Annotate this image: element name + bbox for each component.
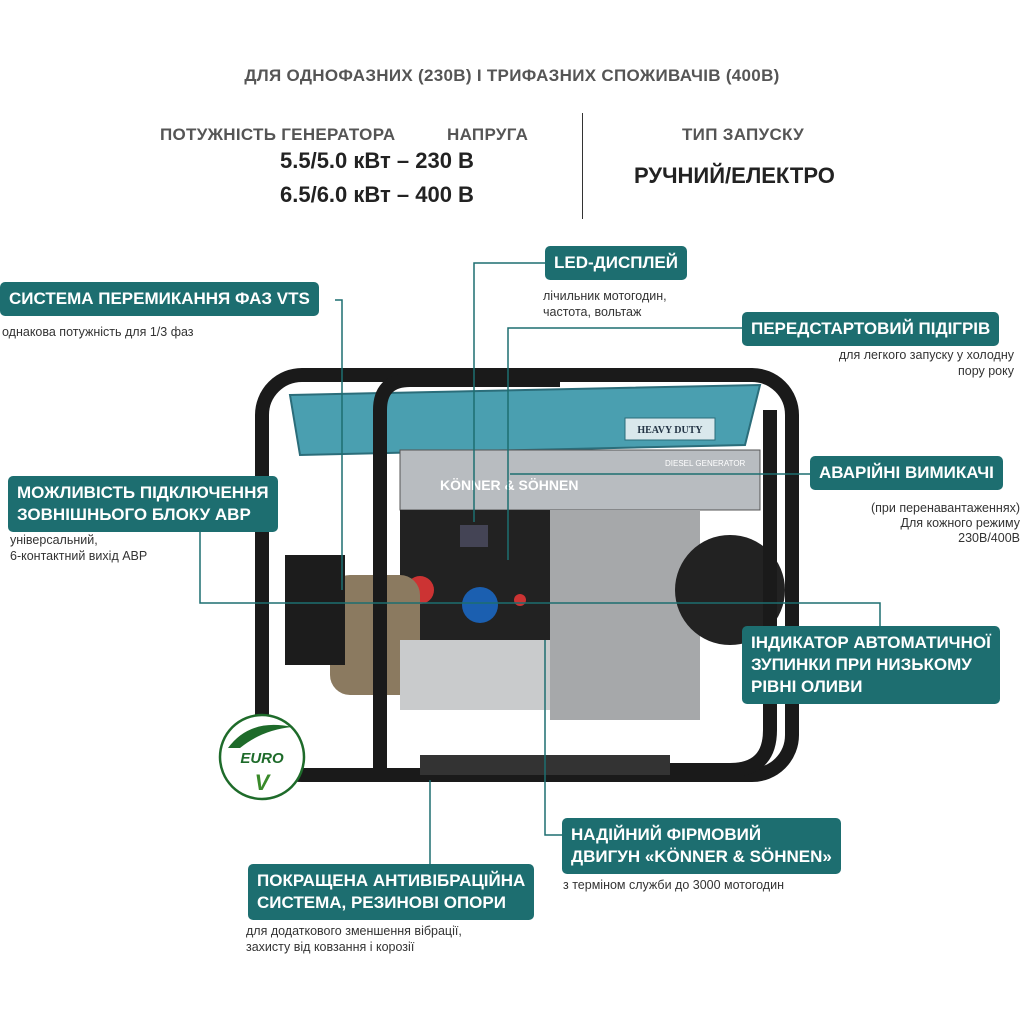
voltage-label: НАПРУГА	[447, 125, 529, 144]
start-label: ТИП ЗАПУСКУ	[682, 125, 804, 144]
feature-desc: 6-контактний вихід АВР	[10, 549, 148, 563]
start-value: РУЧНИЙ/ЕЛЕКТРО	[634, 163, 835, 188]
feature-desc: (при перенавантаженнях)	[870, 501, 1020, 515]
power-row: 5.5/5.0 кВт – 230 В	[280, 148, 474, 173]
feature-led-display: LED-ДИСПЛЕЙ	[545, 246, 687, 280]
feature-desc: Для кожного режиму	[900, 516, 1020, 530]
feature-title-line: РІВНІ ОЛИВИ	[751, 677, 863, 696]
power-row: 6.5/6.0 кВт – 400 В	[280, 182, 474, 207]
feature-desc: однакова потужність для 1/3 фаз	[2, 325, 194, 339]
feature-title-line: ДВИГУН «KÖNNER & SÖHNEN»	[571, 847, 832, 866]
feature-desc: захисту від ковзання і корозії	[246, 940, 415, 954]
feature-desc: лічильник мотогодин,	[543, 289, 667, 303]
tank-badge: HEAVY DUTY	[637, 425, 703, 436]
feature-title-line: СИСТЕМА, РЕЗИНОВІ ОПОРИ	[257, 893, 506, 912]
feature-breakers: АВАРІЙНІ ВИМИКАЧІ	[810, 456, 1003, 490]
feature-desc: частота, вольтаж	[543, 305, 642, 319]
brand-logo: KÖNNER & SÖHNEN	[440, 477, 578, 493]
feature-title-line: ЗУПИНКИ ПРИ НИЗЬКОМУ	[751, 655, 972, 674]
feature-ats: МОЖЛИВІСТЬ ПІДКЛЮЧЕННЯ ЗОВНІШНЬОГО БЛОКУ…	[8, 476, 278, 532]
feature-desc: пору року	[957, 364, 1014, 378]
feature-desc: для легкого запуску у холодну	[838, 348, 1014, 362]
feature-preheat: ПЕРЕДСТАРТОВИЙ ПІДІГРІВ	[742, 312, 1000, 346]
feature-antivibration: ПОКРАЩЕНА АНТИВІБРАЦІЙНА СИСТЕМА, РЕЗИНО…	[248, 864, 535, 920]
feature-title-line: ІНДИКАТОР АВТОМАТИЧНОЇ	[751, 633, 991, 652]
feature-desc: 230В/400В	[958, 531, 1020, 545]
panel-label: DIESEL GENERATOR	[665, 459, 746, 468]
feature-desc: для додаткового зменшення вібрації,	[246, 924, 462, 938]
power-label: ПОТУЖНІСТЬ ГЕНЕРАТОРА	[160, 125, 396, 144]
feature-oil-indicator: ІНДИКАТОР АВТОМАТИЧНОЇ ЗУПИНКИ ПРИ НИЗЬК…	[742, 626, 1000, 704]
feature-vts: СИСТЕМА ПЕРЕМИКАННЯ ФАЗ VTS	[0, 282, 319, 316]
page-title: ДЛЯ ОДНОФАЗНИХ (230В) І ТРИФАЗНИХ СПОЖИВ…	[244, 66, 780, 85]
feature-engine: НАДІЙНИЙ ФІРМОВИЙ ДВИГУН «KÖNNER & SÖHNE…	[562, 818, 841, 874]
feature-desc: універсальний,	[10, 533, 98, 547]
feature-title-line: ПОКРАЩЕНА АНТИВІБРАЦІЙНА	[257, 871, 526, 890]
svg-text:EURO: EURO	[240, 750, 284, 767]
svg-text:V: V	[255, 770, 272, 795]
feature-title-line: ЗОВНІШНЬОГО БЛОКУ АВР	[17, 505, 251, 524]
feature-title-line: МОЖЛИВІСТЬ ПІДКЛЮЧЕННЯ	[17, 483, 269, 502]
divider	[582, 113, 583, 219]
euro-v-logo: EURO V	[218, 713, 306, 801]
feature-desc: з терміном служби до 3000 мотогодин	[563, 878, 784, 892]
feature-title-line: НАДІЙНИЙ ФІРМОВИЙ	[571, 825, 762, 844]
